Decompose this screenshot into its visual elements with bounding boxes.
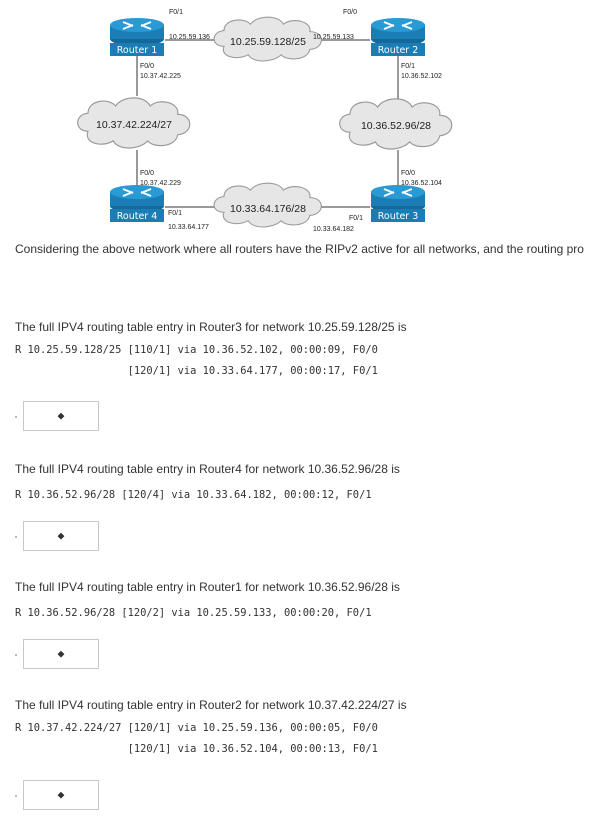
question-1-prompt: The full IPV4 routing table entry in Rou… [15, 320, 407, 334]
updown-arrow-icon: ◆ [57, 410, 65, 421]
if-label: F0/0 [401, 170, 415, 177]
ip-label: 10.37.42.229 [140, 180, 181, 187]
router-4-label: Router 4 [117, 211, 158, 222]
routing-entry: R 10.36.52.96/28 [120/2] via 10.25.59.13… [15, 603, 372, 624]
answer-select[interactable]: ◆ [23, 639, 99, 669]
if-label: F0/0 [343, 9, 357, 16]
router-label-bg [110, 209, 164, 222]
bullet-dot [15, 416, 17, 418]
network-diagram: 10.25.59.128/25 10.37.42.224/27 10.36.52… [77, 9, 453, 233]
routing-entry: R 10.36.52.96/28 [120/4] via 10.33.64.18… [15, 485, 372, 506]
routing-line: [120/1] via 10.33.64.177, 00:00:17, F0/1 [15, 365, 378, 377]
router-label-bg [110, 43, 164, 56]
if-label: F0/1 [168, 210, 182, 217]
routing-entry: R 10.25.59.128/25 [110/1] via 10.36.52.1… [15, 340, 378, 382]
network-label-right: 10.36.52.96/28 [361, 120, 431, 132]
question-3-prompt: The full IPV4 routing table entry in Rou… [15, 580, 400, 594]
routing-entry: R 10.37.42.224/27 [120/1] via 10.25.59.1… [15, 718, 378, 760]
updown-arrow-icon: ◆ [57, 789, 65, 800]
bullet-dot [15, 536, 17, 538]
router-label-bg [371, 209, 425, 222]
bullet-dot [15, 795, 17, 797]
if-label: F0/1 [401, 63, 415, 70]
network-label-bottom: 10.33.64.176/28 [230, 203, 306, 215]
if-label: F0/1 [169, 9, 183, 16]
routing-line: R 10.37.42.224/27 [120/1] via 10.25.59.1… [15, 722, 378, 734]
network-label-left: 10.37.42.224/27 [96, 119, 172, 131]
ip-label: 10.25.59.133 [313, 34, 354, 41]
if-label: F0/1 [349, 215, 363, 222]
question-2-prompt: The full IPV4 routing table entry in Rou… [15, 462, 400, 476]
routing-line: [120/1] via 10.36.52.104, 00:00:13, F0/1 [15, 743, 378, 755]
router-icon [370, 17, 426, 47]
router-3-label: Router 3 [378, 211, 419, 222]
router-1-label: Router 1 [117, 45, 158, 56]
routing-line: R 10.25.59.128/25 [110/1] via 10.36.52.1… [15, 344, 378, 356]
answer-select[interactable]: ◆ [23, 521, 99, 551]
router-icon [109, 184, 165, 214]
answer-select[interactable]: ◆ [23, 401, 99, 431]
ip-label: 10.33.64.177 [168, 224, 209, 231]
router-icon [109, 17, 165, 47]
routing-line: R 10.36.52.96/28 [120/2] via 10.25.59.13… [15, 607, 372, 619]
router-icon [370, 184, 426, 214]
if-label: F0/0 [140, 63, 154, 70]
ip-label: 10.37.42.225 [140, 73, 181, 80]
ip-label: 10.36.52.102 [401, 73, 442, 80]
ip-label: 10.25.59.136 [169, 34, 210, 41]
question-4-prompt: The full IPV4 routing table entry in Rou… [15, 698, 407, 712]
bullet-dot [15, 654, 17, 656]
ip-label: 10.36.52.104 [401, 180, 442, 187]
ip-label: 10.33.64.182 [313, 226, 354, 233]
updown-arrow-icon: ◆ [57, 530, 65, 541]
network-label-top: 10.25.59.128/25 [230, 36, 306, 48]
if-label: F0/0 [140, 170, 154, 177]
router-label-bg [371, 43, 425, 56]
updown-arrow-icon: ◆ [57, 648, 65, 659]
answer-select[interactable]: ◆ [23, 780, 99, 810]
routing-line: R 10.36.52.96/28 [120/4] via 10.33.64.18… [15, 489, 372, 501]
question-intro: Considering the above network where all … [15, 242, 584, 256]
router-2-label: Router 2 [378, 45, 419, 56]
